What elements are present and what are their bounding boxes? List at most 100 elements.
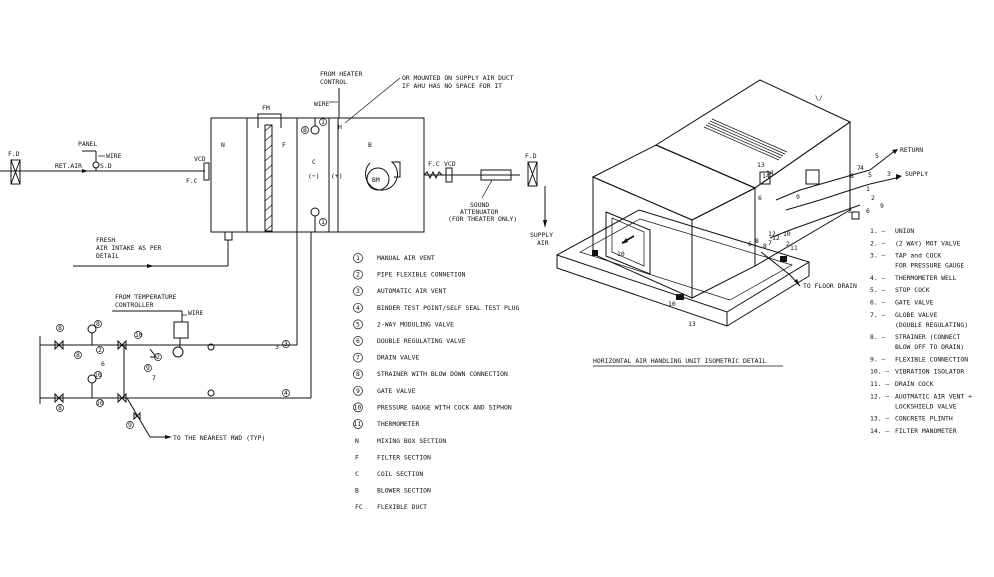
iso-legend-text: UNION bbox=[895, 227, 914, 235]
section-minus-label: (−) bbox=[308, 172, 320, 180]
section-plus-label: (+) bbox=[331, 172, 343, 180]
pipe-callout: 10 bbox=[94, 371, 102, 379]
to-rwd-label: TO THE NEAREST RWD (TYP) bbox=[173, 434, 265, 442]
iso-callout: 4 bbox=[860, 164, 864, 172]
iso-legend-item: 5. –STOP COCK bbox=[870, 286, 930, 294]
fire-damper-right-label: F.D bbox=[525, 152, 537, 160]
iso-callout: 8 bbox=[763, 242, 767, 250]
iso-legend-item: FOR PRESSURE GAUGE bbox=[895, 262, 964, 270]
iso-callout: 2 bbox=[786, 240, 790, 248]
section-f-label: F bbox=[282, 141, 286, 149]
section-code: F bbox=[355, 454, 359, 462]
iso-legend-item: 11. –DRAIN COCK bbox=[870, 380, 934, 388]
iso-legend-item: 14. –FILTER MANOMETER bbox=[870, 427, 957, 435]
legend-text: AUTOMATIC AIR VENT bbox=[377, 287, 446, 295]
legend-text: PIPE FLEXIBLE CONNETION bbox=[377, 271, 466, 279]
iso-legend-item: 6. –GATE VALVE bbox=[870, 299, 934, 307]
iso-legend-number: 1. – bbox=[870, 227, 886, 235]
section-code: B bbox=[355, 487, 359, 495]
section-h-label: H bbox=[338, 123, 342, 131]
fc-left-label: F.C bbox=[186, 177, 198, 185]
coil-callout-1: 1 bbox=[321, 118, 325, 126]
legend-text: 2-WAY MODULING VALVE bbox=[377, 320, 454, 328]
iso-legend-number: 7. – bbox=[870, 311, 886, 319]
pipe-callout: 4 bbox=[284, 389, 288, 397]
smoke-detector-icon bbox=[92, 161, 100, 169]
blower-housing bbox=[365, 161, 401, 191]
legend-number: 6 bbox=[356, 337, 360, 345]
gate-valve-icon bbox=[54, 339, 64, 351]
filter-media bbox=[264, 124, 273, 232]
iso-legend-item: 10. –VIBRATION ISOLATOR bbox=[870, 368, 964, 376]
iso-legend-text: THERMOMETER WELL bbox=[895, 274, 957, 282]
pipe-callout: 9 bbox=[146, 364, 150, 372]
air-outlet bbox=[605, 211, 651, 275]
iso-callout: 6 bbox=[866, 207, 870, 215]
iso-legend-text: FLEXIBLE CONNECTION bbox=[895, 355, 968, 363]
iso-legend-number: 14. – bbox=[870, 427, 889, 435]
ahu-top bbox=[591, 144, 757, 221]
iso-legend-item: BLOW OFF TO DRAIN) bbox=[895, 343, 964, 351]
iso-legend-text: GATE VALVE bbox=[895, 299, 934, 307]
fire-damper-right-icon bbox=[527, 161, 538, 187]
iso-legend-item: 7. – GLOBE VALVE bbox=[870, 311, 937, 319]
fire-damper-left-label: F.D bbox=[8, 150, 20, 158]
coil-callout-8: 8 bbox=[303, 126, 307, 134]
thermometer-icon bbox=[207, 343, 215, 351]
iso-callout: 12 bbox=[768, 230, 776, 238]
iso-legend-item: 13. – CONCRETE PLINTH bbox=[870, 415, 953, 423]
iso-legend-number: 13. – bbox=[870, 415, 889, 423]
legend-text: MANUAL AIR VENT bbox=[377, 254, 435, 262]
wire-valve-label: WIRE bbox=[188, 309, 204, 317]
supply-label: SUPPLY bbox=[905, 170, 928, 178]
iso-callout: 5 bbox=[868, 171, 872, 179]
iso-legend-text: CONCRETE PLINTH bbox=[895, 415, 953, 423]
legend-number: 10 bbox=[354, 403, 362, 411]
legend-number: 7 bbox=[356, 354, 360, 362]
return-air-arrow-icon bbox=[82, 169, 88, 173]
motorized-valve-icon bbox=[172, 346, 184, 358]
iso-caption: HORIZONTAL AIR HANDLING UNIT ISOMETRIC D… bbox=[593, 357, 766, 365]
return-air-label: RET.AIR bbox=[55, 162, 82, 170]
legend-number: 8 bbox=[356, 370, 360, 378]
pipe-callouts: 8 8 2 8 10 9 3 10 8 10 9 4 2 3 6 7 bbox=[56, 320, 290, 429]
iso-callout: 6 bbox=[748, 240, 752, 248]
iso-callout: 10 bbox=[617, 250, 625, 258]
iso-callout: 6 bbox=[758, 194, 762, 202]
section-code: FC bbox=[355, 503, 363, 511]
legend-number: 2 bbox=[356, 271, 360, 279]
iso-callout: 14 bbox=[766, 169, 774, 177]
iso-callout: 3 bbox=[887, 170, 891, 178]
iso-callout: 1 bbox=[866, 185, 870, 193]
iso-legend-item: 2. –(2 WAY) MOT VALVE bbox=[870, 239, 961, 247]
modulating-valve-actuator bbox=[173, 321, 189, 339]
iso-legend-text: GLOBE VALVE bbox=[895, 311, 937, 319]
wire-top-label: WIRE bbox=[314, 100, 330, 108]
iso-legend-text: STOP COCK bbox=[895, 286, 930, 294]
pipe-callout: 6 bbox=[101, 360, 105, 368]
iso-legend-number: 3. – bbox=[870, 252, 886, 260]
panel-label: PANEL bbox=[78, 140, 97, 148]
fire-damper-left-icon bbox=[10, 159, 21, 185]
iso-callout: 5 bbox=[875, 152, 879, 160]
iso-callout: 8 bbox=[755, 237, 759, 245]
fm-label: FM bbox=[262, 104, 270, 112]
iso-legend-item: (DOUBLE REGULATING) bbox=[895, 321, 968, 329]
section-text: MIXING BOX SECTION bbox=[377, 437, 446, 445]
iso-legend-text: LOCKSHIELD VALVE bbox=[895, 402, 957, 410]
pressure-gauge-icon bbox=[87, 324, 97, 334]
